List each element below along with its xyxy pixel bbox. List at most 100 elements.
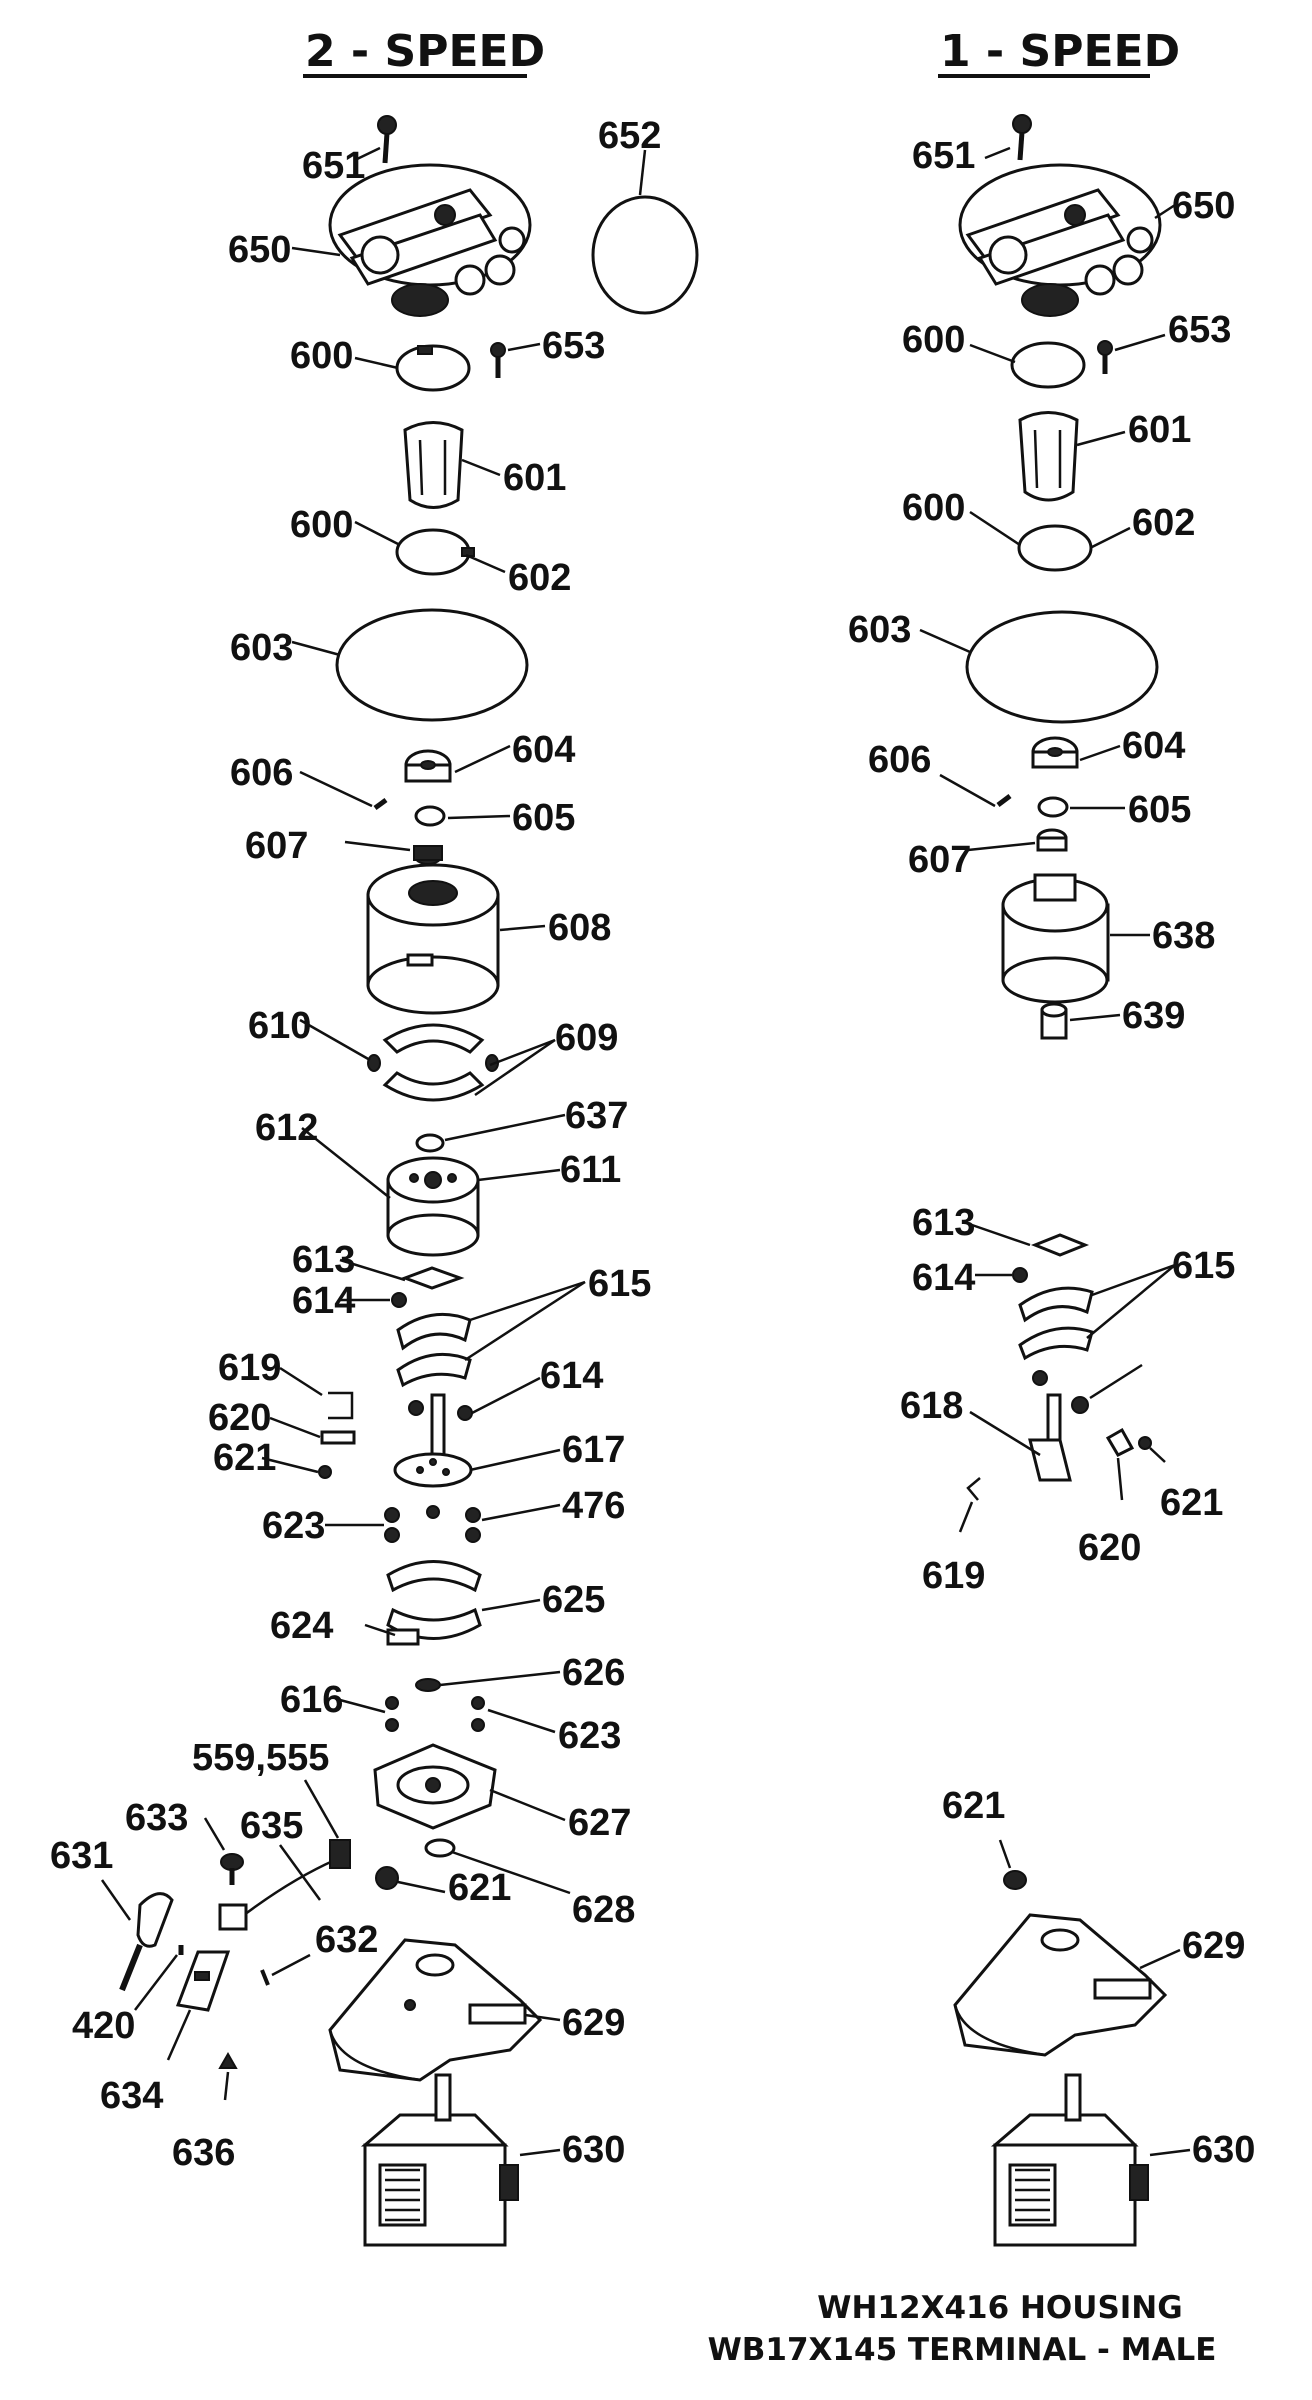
part-616-ball-b [385,1718,399,1732]
one-speed-parts [953,114,1168,2247]
label-602: 602 [508,557,571,599]
label-631: 631 [50,1835,113,1877]
part-center-ball [426,1505,440,1519]
part-623-ball-d [471,1718,485,1732]
part-632-wire [260,1969,270,1986]
part-605-ring [414,805,446,827]
footer-housing: WH12X416 HOUSING [817,2290,1182,2326]
label-621-left: 621 [213,1437,276,1479]
label-653: 653 [542,325,605,367]
label-614-upper: 614 [292,1280,355,1322]
label-612: 612 [255,1107,318,1149]
label-613-r: 613 [912,1202,975,1244]
label-650-r: 650 [1172,185,1235,227]
part-618-shaft-r [1028,1393,1072,1482]
part-613-plate-r [1030,1233,1090,1257]
part-637-washer [415,1133,445,1153]
label-601: 601 [503,457,566,499]
part-629-base-plate [328,1938,543,2082]
part-611-clutch [386,1156,480,1257]
part-603-belt [335,608,529,722]
label-611: 611 [560,1149,621,1191]
label-476: 476 [562,1485,625,1527]
part-606-pin [373,797,388,811]
part-627-plate [373,1743,497,1830]
label-623-upper: 623 [262,1505,325,1547]
part-607-bushing-r [1036,828,1068,852]
label-614-r: 614 [912,1257,975,1299]
part-603-belt-r [965,610,1159,724]
part-623-ball-b [384,1527,400,1543]
part-651-screw [377,115,397,164]
label-621-right: 621 [448,1867,511,1909]
part-625-shoes [386,1560,482,1646]
label-607: 607 [245,825,308,867]
part-621-nut-r [1003,1870,1027,1890]
label-616: 616 [280,1679,343,1721]
label-636: 636 [172,2132,235,2174]
label-639-r: 639 [1122,995,1185,1037]
label-603: 603 [230,627,293,669]
label-619: 619 [218,1347,281,1389]
part-620-spacer [320,1430,356,1445]
label-600-lower: 600 [290,504,353,546]
label-614-lower: 614 [540,1355,603,1397]
label-650: 650 [228,229,291,271]
label-635: 635 [240,1805,303,1847]
label-600-lower-r: 600 [902,487,965,529]
part-613-plate [400,1266,465,1290]
label-608: 608 [548,907,611,949]
part-604-cap [404,749,452,783]
part-623-ball-c [471,1696,485,1710]
label-618-r: 618 [900,1385,963,1427]
footer-terminal: WB17X145 TERMINAL - MALE [708,2332,1217,2368]
label-632: 632 [315,1919,378,1961]
label-625: 625 [542,1579,605,1621]
part-600-clamp-lower-r [1017,524,1093,572]
label-600-upper: 600 [290,335,353,377]
part-620-spacer-r [1105,1427,1135,1457]
part-621-ball-r [1138,1436,1152,1450]
leader-lines [100,146,1191,2157]
label-621a-r: 621 [1160,1482,1223,1524]
part-623-ball-a [384,1507,400,1523]
label-637: 637 [565,1095,628,1137]
part-616-ball-a [385,1696,399,1710]
part-wire-r [1089,1363,1143,1400]
label-620: 620 [208,1397,271,1439]
part-621-ball [318,1465,332,1479]
label-630-r: 630 [1192,2129,1255,2171]
part-630-motor-r [990,2073,1149,2247]
label-606: 606 [230,752,293,794]
label-605: 605 [512,797,575,839]
label-638-r: 638 [1152,915,1215,957]
label-653-r: 653 [1168,309,1231,351]
part-621-nut [375,1866,399,1890]
part-636-screw [218,2051,238,2069]
part-600-clamp-lower [395,528,475,576]
part-601-sleeve-r [1018,411,1079,502]
label-604-r: 604 [1122,725,1185,767]
part-631-cap [119,1892,174,1992]
part-652-ring [591,195,699,315]
label-603-r: 603 [848,609,911,651]
label-651: 651 [302,145,365,187]
part-634-switch [175,1950,231,2012]
part-628-washer [424,1838,456,1858]
label-619-r: 619 [922,1555,985,1597]
part-619-clip [328,1391,354,1420]
part-651-screw-r [1012,114,1032,161]
part-614-ball-lower-left [408,1400,424,1416]
label-610: 610 [248,1005,311,1047]
part-619-clip-r [966,1477,981,1501]
label-628: 628 [572,1889,635,1931]
part-638-pulley-r [1001,873,1110,1004]
part-606-pin-r [996,794,1012,807]
part-ball-r2 [1071,1396,1089,1414]
label-615: 615 [588,1263,651,1305]
part-ball-r [1032,1370,1048,1386]
part-617-shaft-plate [393,1393,473,1488]
label-613: 613 [292,1239,355,1281]
part-650-valve-housing [328,163,532,317]
header-two-speed: 2 - SPEED [305,26,545,77]
